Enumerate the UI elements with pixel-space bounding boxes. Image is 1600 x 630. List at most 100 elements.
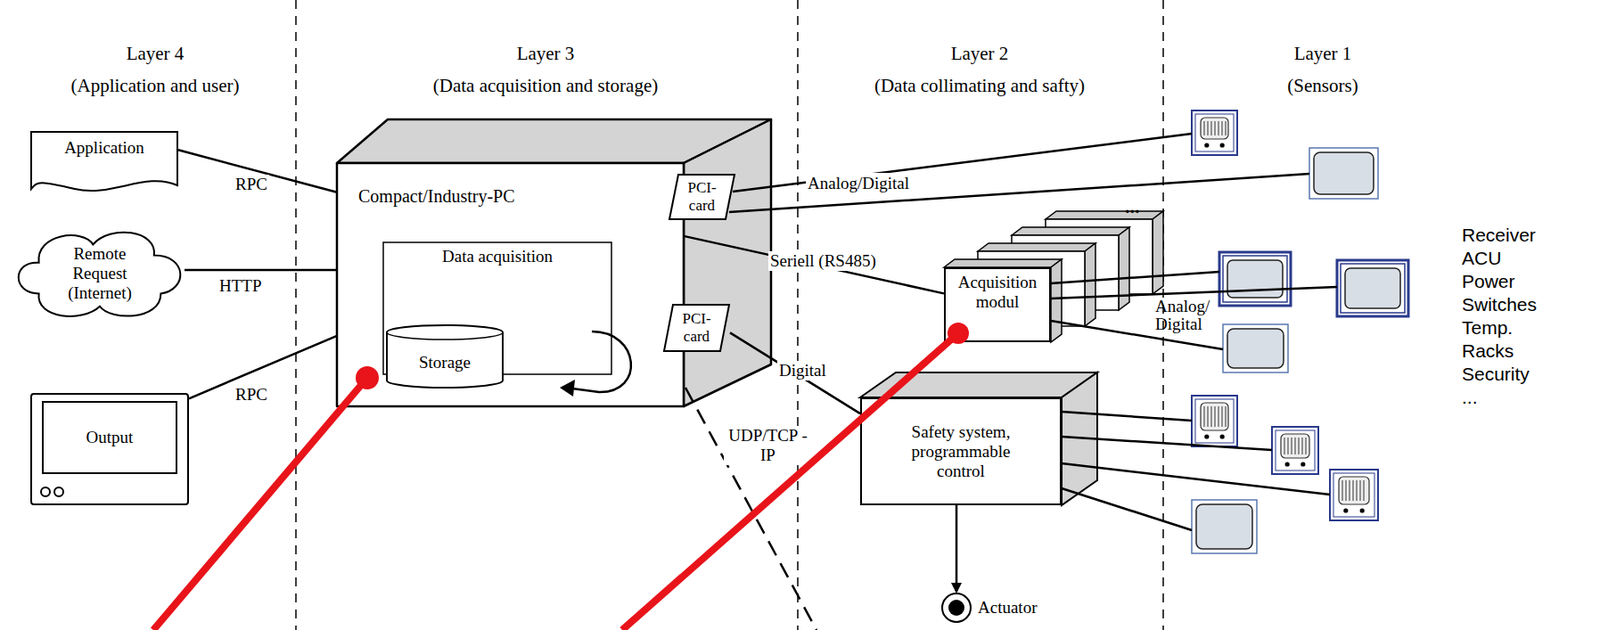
drawing-part [796,0,799,630]
module-box: Acquisition modul [943,267,1051,343]
module-stack [943,211,1164,343]
sensor-part [1225,121,1227,136]
node-text: Remote Request (Internet) [55,244,145,304]
sensor-part [1227,328,1284,369]
drawing-part [559,379,575,397]
layer-subheading: (Data collimating and safty) [801,74,1158,97]
drawing-part [1118,227,1130,311]
sensor-part [1291,437,1293,455]
sensor-part [1340,263,1405,313]
sensor-part [1214,121,1216,136]
sensor-part [1313,152,1374,195]
drawing-part [860,372,1098,398]
outline-part [948,599,965,616]
sensor-part [1360,508,1365,513]
sensor-icons [1191,110,1409,554]
drawing-part [729,173,1310,213]
outline-part [31,131,178,191]
sensor-part [1204,434,1209,439]
layer-heading: Layer 1 [1144,42,1502,65]
component-list: Temp. [1461,317,1513,339]
drawing-part [977,243,1096,252]
sensor-part [1222,324,1289,373]
connector [955,505,959,592]
outline-part [664,304,730,352]
sensor-part [1222,255,1288,303]
outline-part [386,332,503,340]
sensor-part [1211,121,1213,136]
outline-part [54,487,64,497]
drawing-part [1045,211,1164,220]
component-list: Security [1461,363,1530,386]
sensor-part [1271,426,1319,475]
layer-heading: Layer 4 [0,42,334,65]
outline-part [669,174,735,220]
drawing-part [683,119,772,407]
drawing-part [355,366,379,390]
sensor-part [1342,480,1344,501]
sensor-part [1204,121,1206,136]
edge-label: Seriell (RS485) [768,251,878,271]
sensor-part [1220,142,1225,148]
safety-box: Safety system, programmable control [860,397,1062,506]
drawing-part [943,259,1062,268]
sensor-part [1360,480,1362,501]
node-text: Actuator [977,598,1037,618]
sensor-part [1204,406,1206,427]
drawing-part [1152,211,1164,295]
drawing-part [1061,411,1192,421]
edge-label: RPC [233,174,270,195]
component-list: Racks [1461,340,1514,362]
outline-part [942,593,971,623]
pc-housing [336,119,772,407]
sensor-part [1302,437,1304,455]
sensor-part [1207,121,1209,136]
connector [730,332,861,414]
sensor-part [1333,473,1375,517]
node-text: Application [64,138,145,158]
signal-label: Analog/Digital [805,172,911,195]
sensor-part [1280,434,1310,459]
sensor-part [1191,110,1238,156]
loop-arrow [559,331,632,397]
edge-label: RPC [233,385,270,405]
highlight-pointer [153,322,969,630]
sensor-part [1298,437,1300,455]
node-text: Acquisition modul [948,272,1047,312]
sensor-wire [729,133,1338,531]
drawing-part [153,377,368,630]
node-text: Data acquisition [442,246,553,267]
sensor-part [1207,406,1209,427]
card-node: PCI-card [668,173,736,221]
outline-part [861,398,1061,505]
document-node: Application [30,131,179,195]
sensor-part [1285,461,1290,467]
sensor-part [1356,480,1358,501]
component-list: ACU [1461,247,1502,270]
sensor-part [1220,434,1225,439]
drawing-part [732,133,1192,192]
monitor-node: Output [30,393,189,506]
node-text: Output [86,427,134,448]
computer-box: Compact/Industry-PCData acquisitionStora… [336,163,684,407]
node-text: Storage [418,352,471,373]
drawing-part [336,163,684,407]
sensor-part [1196,504,1253,550]
outline-part [41,487,50,497]
sensor-part [1200,117,1229,140]
sensor-part [1200,402,1229,431]
connector [184,269,337,272]
actuator-node: Actuator [940,591,1057,624]
sensor-part [1305,437,1307,455]
process-box: Data acquisitionStorage [382,241,613,376]
sensor-part [1349,480,1351,501]
sensor-part [1345,268,1401,309]
layer-heading: Layer 2 [801,42,1158,65]
monitor-node-outline [30,393,189,506]
sensor-part [1211,406,1213,427]
sensor-part [1219,252,1291,306]
sensor-part [1195,399,1234,444]
